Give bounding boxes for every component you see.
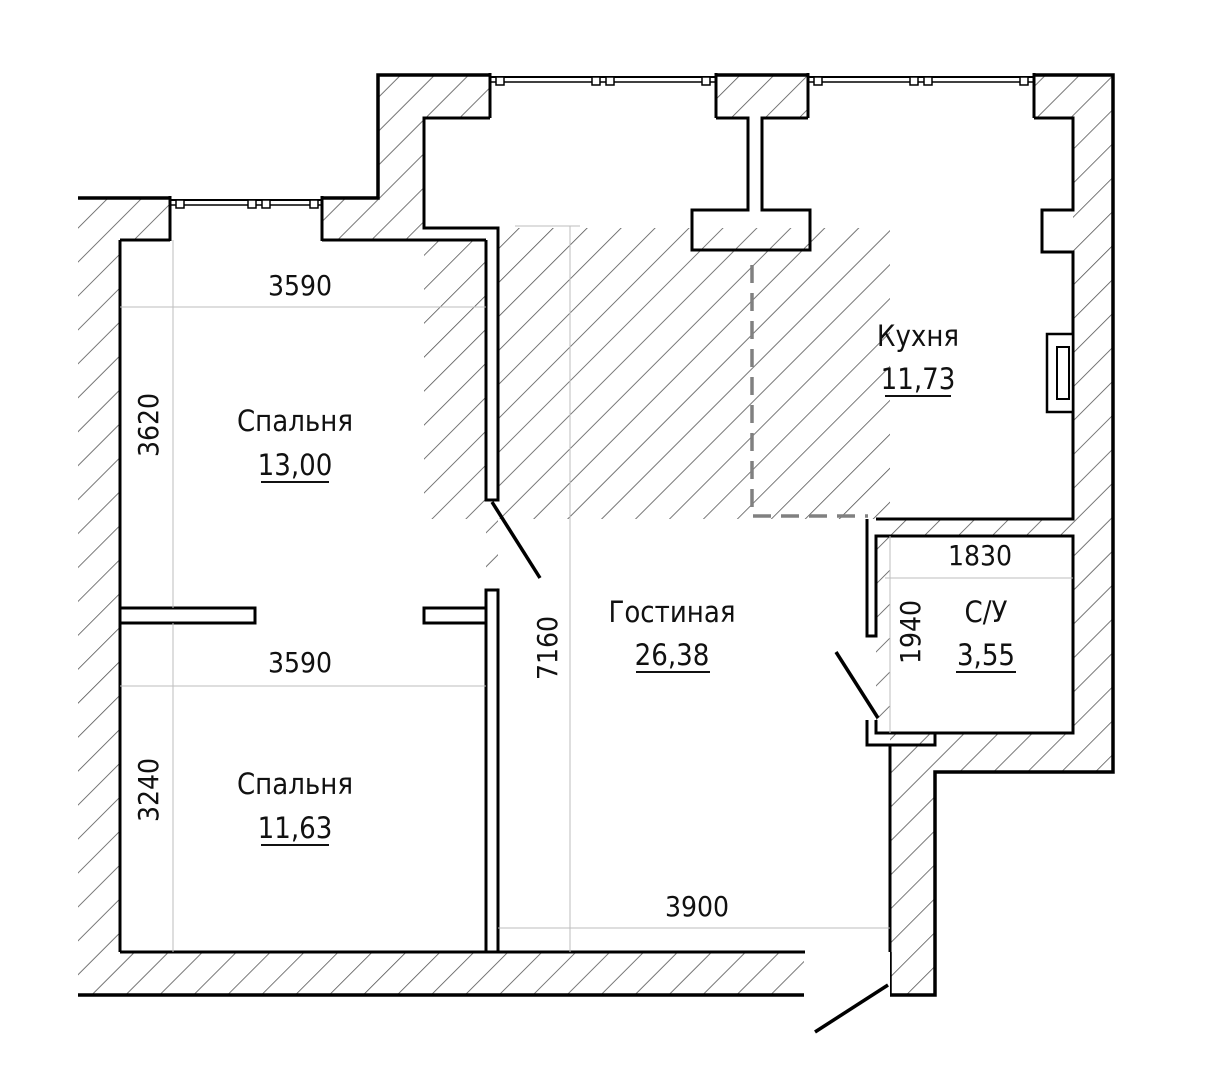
- dim-bathroom-width: 1830: [948, 539, 1012, 572]
- room-name-living: Гостиная: [608, 595, 735, 629]
- dim-bedroom-top-width: 3590: [268, 269, 332, 302]
- window-living: [490, 73, 716, 118]
- bedroom-door-leaf: [490, 501, 542, 579]
- outer-wall-outline: [78, 73, 1115, 997]
- entrance-opening: [804, 952, 890, 998]
- dim-bedroom-bottom-depth: 3240: [132, 758, 165, 822]
- room-area-bedroom-top: 13,00: [258, 448, 333, 482]
- dim-living-depth: 7160: [531, 616, 564, 680]
- room-area-bathroom: 3,55: [957, 638, 1015, 672]
- wall-body: [78, 75, 1113, 995]
- window-kitchen: [808, 73, 1034, 118]
- window-bedroom: [170, 196, 322, 241]
- bathroom-door-leaf: [834, 651, 880, 719]
- interior-walls: [118, 116, 1075, 954]
- room-name-kitchen: Кухня: [877, 319, 959, 353]
- room-area-kitchen: 11,73: [881, 362, 956, 396]
- windows: [168, 73, 1036, 241]
- room-name-bathroom: С/У: [965, 595, 1008, 629]
- dim-bathroom-depth: 1940: [894, 600, 927, 664]
- room-area-bedroom-bottom: 11,63: [258, 811, 333, 845]
- room-name-bedroom-top: Спальня: [237, 404, 353, 438]
- dim-bedroom-bottom-width: 3590: [268, 646, 332, 679]
- dim-living-width: 3900: [665, 890, 729, 923]
- dim-bedroom-top-depth: 3620: [132, 393, 165, 457]
- room-name-bedroom-bottom: Спальня: [237, 767, 353, 801]
- vent-inner: [1056, 346, 1070, 400]
- entrance-door-leaf: [814, 983, 889, 1034]
- dimension-guides: [120, 225, 1073, 952]
- room-area-living: 26,38: [635, 638, 710, 672]
